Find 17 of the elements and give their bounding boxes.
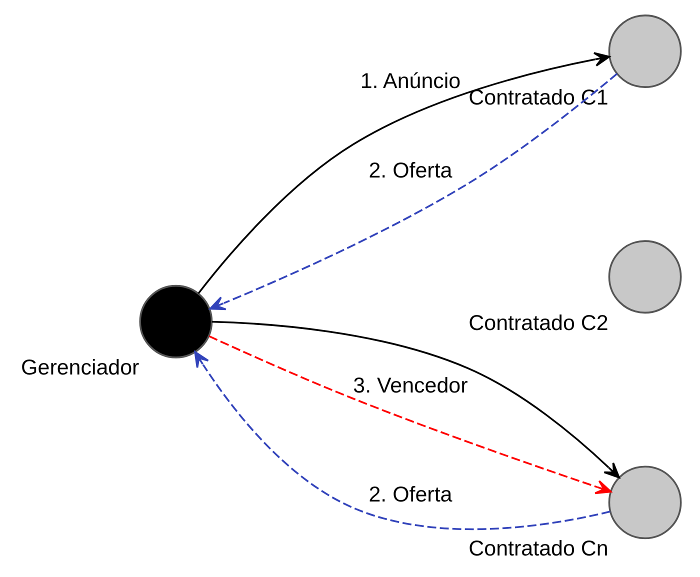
node-label: Gerenciador — [20, 356, 139, 380]
arrow — [208, 335, 612, 494]
node-circle — [608, 240, 682, 314]
edge-label: 1. Anúncio — [360, 69, 460, 94]
node-circle — [608, 466, 682, 540]
node-circle — [138, 284, 212, 358]
arrow — [211, 320, 620, 478]
node-circle — [608, 14, 682, 88]
node-label: Contratado C2 — [468, 310, 608, 335]
arrow — [208, 73, 618, 310]
edge-label: 2. Oferta — [368, 158, 452, 183]
node-label: Contratado Cn — [468, 536, 608, 560]
arrow — [197, 52, 610, 294]
node-label: Contratado C1 — [468, 85, 608, 110]
arrow — [194, 351, 610, 530]
edge-label: 3. Vencedor — [352, 374, 468, 398]
edge-label: 2. Oferta — [368, 482, 452, 507]
